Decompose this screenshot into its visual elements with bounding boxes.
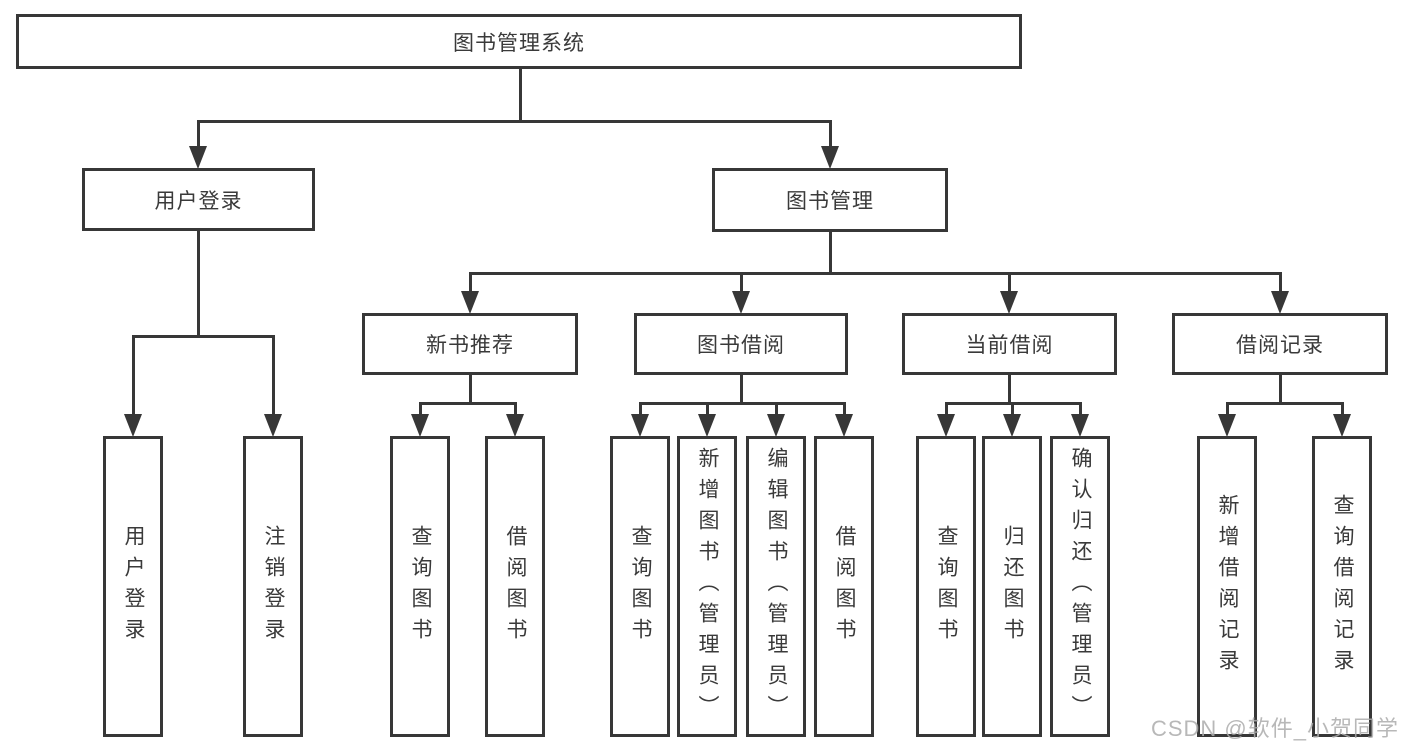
node-user-login-label: 用户登录	[154, 189, 243, 213]
connector-drop-new-book-rec	[469, 272, 472, 294]
leaf-records-add-record: 新增借阅记录	[1197, 436, 1257, 737]
connector-drop-book-borrow	[740, 272, 743, 294]
leaf-label: 新增借阅记录	[1216, 493, 1239, 680]
node-borrow-records-label: 借阅记录	[1236, 334, 1324, 357]
arrow-down-icon	[189, 146, 207, 169]
leaf-label: 编辑图书（管理员）	[765, 447, 788, 726]
leaf-borrow-edit-book-admin: 编辑图书（管理员）	[746, 436, 806, 737]
connector-drop-logout-leaf	[272, 335, 275, 418]
node-root-system: 图书管理系统	[16, 14, 1022, 69]
node-book-mgmt: 图书管理	[712, 168, 948, 232]
connector-book-borrow-rail	[639, 402, 846, 405]
arrow-down-icon	[732, 291, 750, 314]
connector-new-book-rec-rail	[419, 402, 517, 405]
connector-user-login-rail	[132, 335, 275, 338]
connector-drop-borrow-records	[1279, 272, 1282, 294]
node-current-borrow: 当前借阅	[902, 313, 1117, 375]
arrow-down-icon	[124, 414, 142, 437]
node-new-book-rec: 新书推荐	[362, 313, 578, 375]
leaf-rec-query-books: 查询图书	[390, 436, 450, 737]
connector-book-borrow-stem	[740, 375, 743, 402]
leaf-logout-action: 注销登录	[243, 436, 303, 737]
node-book-borrow-label: 图书借阅	[697, 334, 785, 357]
leaf-label: 借阅图书	[504, 524, 527, 649]
arrow-down-icon	[835, 414, 853, 437]
node-root-label: 图书管理系统	[453, 31, 585, 55]
connector-drop-leaf	[514, 402, 517, 417]
leaf-rec-borrow-books: 借阅图书	[485, 436, 545, 737]
arrow-down-icon	[461, 291, 479, 314]
arrow-down-icon	[1071, 414, 1089, 437]
connector-drop-book-mgmt	[829, 120, 832, 148]
arrow-down-icon	[1271, 291, 1289, 314]
leaf-user-login-action: 用户登录	[103, 436, 163, 737]
arrow-down-icon	[937, 414, 955, 437]
node-book-mgmt-label: 图书管理	[786, 190, 874, 213]
connector-book-mgmt-stem	[829, 232, 832, 272]
connector-drop-leaf	[945, 402, 948, 417]
connector-drop-leaf	[1341, 402, 1344, 417]
leaf-label: 归还图书	[1001, 524, 1024, 649]
arrow-down-icon	[1003, 414, 1021, 437]
arrow-down-icon	[411, 414, 429, 437]
leaf-label: 查询图书	[409, 524, 432, 649]
connector-drop-leaf	[639, 402, 642, 417]
connector-borrow-records-rail	[1226, 402, 1343, 405]
connector-drop-leaf	[1011, 402, 1014, 417]
connector-drop-leaf	[843, 402, 846, 417]
leaf-label: 注销登录	[262, 524, 285, 649]
arrow-down-icon	[506, 414, 524, 437]
connector-drop-login-leaf	[132, 335, 135, 418]
node-borrow-records: 借阅记录	[1172, 313, 1388, 375]
arrow-down-icon	[1000, 291, 1018, 314]
leaf-label: 借阅图书	[833, 524, 856, 649]
arrow-down-icon	[1218, 414, 1236, 437]
leaf-records-query-record: 查询借阅记录	[1312, 436, 1372, 737]
connector-drop-leaf	[419, 402, 422, 417]
connector-root-stem	[519, 69, 522, 120]
connector-drop-leaf	[1226, 402, 1229, 417]
leaf-current-query-books: 查询图书	[916, 436, 976, 737]
connector-borrow-records-stem	[1279, 375, 1282, 402]
connector-current-borrow-stem	[1008, 375, 1011, 402]
connector-new-book-rec-stem	[469, 375, 472, 402]
node-user-login: 用户登录	[82, 168, 315, 231]
connector-drop-leaf	[1079, 402, 1082, 417]
node-current-borrow-label: 当前借阅	[965, 334, 1054, 357]
node-book-borrow: 图书借阅	[634, 313, 848, 375]
leaf-borrow-borrow-books: 借阅图书	[814, 436, 874, 737]
connector-drop-leaf	[775, 402, 778, 417]
leaf-label: 查询图书	[935, 524, 958, 649]
connector-root-rail	[197, 120, 832, 123]
arrow-down-icon	[698, 414, 716, 437]
leaf-borrow-add-book-admin: 新增图书（管理员）	[677, 436, 737, 737]
connector-drop-user-login	[197, 120, 200, 148]
leaf-label: 查询图书	[629, 524, 652, 649]
connector-user-login-stem	[197, 231, 200, 335]
leaf-label: 新增图书（管理员）	[696, 447, 719, 726]
leaf-current-confirm-return-admin: 确认归还（管理员）	[1050, 436, 1110, 737]
leaf-label: 用户登录	[122, 524, 145, 649]
connector-book-mgmt-rail	[469, 272, 1282, 275]
leaf-borrow-query-books: 查询图书	[610, 436, 670, 737]
leaf-current-return-books: 归还图书	[982, 436, 1042, 737]
node-new-book-rec-label: 新书推荐	[426, 334, 514, 357]
arrow-down-icon	[264, 414, 282, 437]
arrow-down-icon	[767, 414, 785, 437]
leaf-label: 确认归还（管理员）	[1069, 447, 1092, 726]
connector-drop-leaf	[706, 402, 709, 417]
leaf-label: 查询借阅记录	[1331, 493, 1354, 680]
arrow-down-icon	[1333, 414, 1351, 437]
arrow-down-icon	[821, 146, 839, 169]
connector-drop-current-borrow	[1008, 272, 1011, 294]
arrow-down-icon	[631, 414, 649, 437]
